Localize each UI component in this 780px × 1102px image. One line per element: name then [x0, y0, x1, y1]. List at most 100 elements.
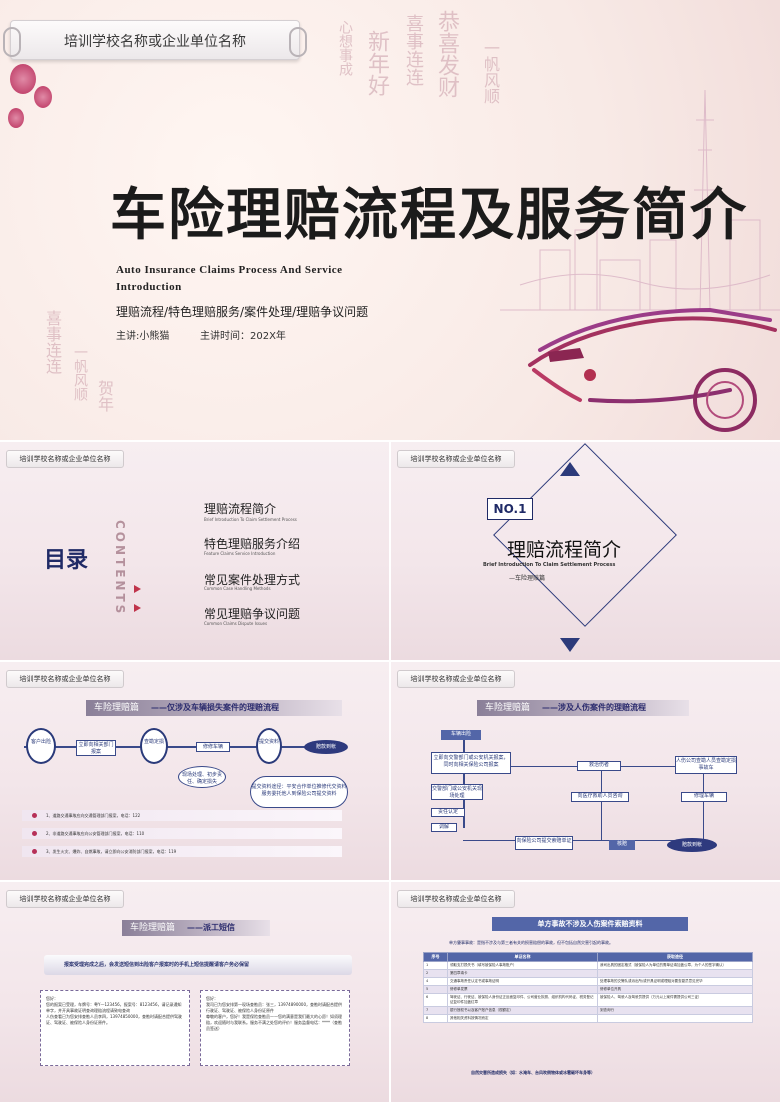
- sms-line: 您的报案已受理，车牌号：粤Y—123456，报案号：8123456，请记录通知单…: [46, 1002, 182, 1013]
- car-illustration: [528, 307, 777, 432]
- flow-node: 修修车辆: [196, 742, 230, 752]
- triangle-down-icon: [560, 638, 580, 652]
- flow-box: 交警部门或公安机关现场处理: [431, 784, 483, 800]
- contents-watermark: CONTENTS: [113, 520, 127, 617]
- presenter-label: 主讲:小熊猫: [116, 331, 170, 342]
- sms-card-right: 您好： 我司已为您安排第一现场查勘员：张三，13974890000，查勘时请配合…: [200, 990, 350, 1066]
- triangle-up-icon: [560, 462, 580, 476]
- section-banner: 车险理赔篇——涉及人伤案件的理赔流程: [477, 700, 689, 716]
- note-row: 2、非道路交通事故应向公安管理部门报案，电话：110: [22, 828, 342, 839]
- flow-box: 责任认定: [431, 808, 465, 817]
- toc-item-4[interactable]: 常见理赔争议问题: [204, 607, 301, 621]
- org-name: 培训学校名称或企业单位名称: [410, 456, 502, 463]
- org-name: 培训学校名称或企业单位名称: [64, 34, 246, 50]
- toc-item-1-en: Brief Introduction To Claim Settlement P…: [204, 517, 297, 522]
- note-row: 1、道路交通事故应向交通管理部门报案，电话：122: [22, 810, 342, 821]
- toc-item-2[interactable]: 特色理赔服务介绍: [204, 537, 301, 551]
- banner-note: ——派工短信: [187, 923, 236, 932]
- calligraphy-text: 贺年: [95, 380, 114, 412]
- note-row: 3、发生火灾、爆炸、自燃事故，请立即向公安消防部门报案，电话：119: [22, 846, 342, 857]
- sms-line: 我司已为您安排第一现场查勘员：张三，13974890000，查勘时请配合提供行驶…: [206, 1002, 342, 1013]
- table-cell: 我司出具的固定格式（被保险人为单位的需单证填加盖公章，为个人的签字确认）: [597, 961, 753, 970]
- dispatch-slide: 培训学校名称或企业单位名称 车险理赔篇 ——派工短信 报案受理完成之后，会发送短信…: [0, 882, 389, 1102]
- flow-node: 提交资料: [256, 728, 282, 764]
- table-cell: 1: [423, 961, 448, 970]
- sms-line: 尊敬的客户，您好！我是保险查勘员——您的满意是我们最大的心愿！如须理赔，欢迎随时…: [206, 1014, 342, 1031]
- flow-box: 救治伤者: [577, 761, 621, 771]
- table-cell: 2: [423, 969, 448, 978]
- calligraphy-text: 一帆风顺: [481, 40, 500, 104]
- note-text: 3、发生火灾、爆炸、自燃事故，请立即向公安消防部门报案，电话：119: [46, 849, 177, 854]
- flow-line: [24, 746, 344, 748]
- presentation-time: 主讲时间：202X年: [200, 331, 286, 342]
- table-cell: 7: [423, 1006, 448, 1015]
- section-title-en: Brief Introduction To Claim Settlement P…: [483, 562, 616, 568]
- flow-line: [463, 840, 703, 841]
- banner-title: 车险理赔篇: [485, 703, 531, 713]
- table-header: 序号: [423, 952, 448, 962]
- section-subtitle: —车险理赔篇: [509, 575, 546, 582]
- org-scroll: 培训学校名称或企业单位名称: [6, 670, 124, 688]
- calligraphy-text: 喜事连连: [43, 310, 62, 374]
- table-title: 单方事故不涉及人伤案件索赔资料: [492, 917, 688, 931]
- org-scroll: 培训学校名称或企业单位名称: [3, 20, 307, 60]
- table-cell: 第四章填卡: [447, 969, 598, 978]
- flow-box: 赔款到帐: [667, 838, 717, 852]
- org-scroll: 培训学校名称或企业单位名称: [6, 450, 124, 468]
- table-cell: 银行授权书以及客户账户信息（视额定）: [447, 1006, 598, 1015]
- arrow-icon: [134, 585, 141, 593]
- flow-box: 车辆出险: [441, 730, 481, 740]
- note-text: 2、非道路交通事故应向公安管理部门报案，电话：110: [46, 831, 145, 836]
- docs-slide: 培训学校名称或企业单位名称 单方事故不涉及人伤案件索赔资料 单方肇事事故：是指不…: [391, 882, 780, 1102]
- calligraphy-text: 恭喜发财: [434, 10, 459, 98]
- table-cell: 5: [423, 985, 448, 994]
- table-cell: 领取支打损失书（填写被保险人事故账户）: [447, 961, 598, 970]
- flow-box: 向保险公司提交索赔单证: [515, 836, 573, 850]
- page-title: 车险理赔流程及服务简介: [110, 183, 748, 248]
- table-cell: [597, 1014, 753, 1023]
- calligraphy-text: 新年好: [364, 30, 389, 96]
- flow-box: 立即向交警部门或公安机关报案，同时向相关保险公司报案: [431, 752, 511, 774]
- note-text: 1、道路交通事故应向交通管理部门报案，电话：122: [46, 813, 141, 818]
- title-slide: 培训学校名称或企业单位名称 喜事连连 新年好 恭喜发财 一帆风顺 心想事成 喜事…: [0, 0, 780, 440]
- toc-heading: 目录: [44, 548, 89, 573]
- flow1-slide: 培训学校名称或企业单位名称 车险理赔篇——仅涉及车辆损失案件的理赔流程 客户出险…: [0, 662, 389, 880]
- sms-line: 人伤查看已为您安排查勘人员李四，13974850000，查勘时请配合提供驾驶证、…: [46, 1014, 182, 1025]
- sms-card-left: 您好： 您的报案已受理，车牌号：粤Y—123456，报案号：8123456，请记…: [40, 990, 190, 1066]
- calligraphy-text: 喜事连连: [403, 14, 424, 86]
- city-skyline-illustration: [500, 89, 780, 311]
- banner-note: ——仅涉及车辆损失案件的理赔流程: [151, 703, 280, 712]
- arrow-icon: [134, 604, 141, 612]
- header-band: 报案受理完成之后，会发送短信到出险客户报案时的手机上短信提醒请客户务必保留: [44, 955, 352, 975]
- subtitle-cn: 理赔流程/特色理赔服务/案件处理/理赔争议问题: [116, 305, 369, 319]
- lantern-icon: [8, 108, 24, 128]
- flow-node: 客户出险: [26, 728, 56, 764]
- table-cell: 交通事故责任认定书或事故证明: [447, 977, 598, 986]
- toc-item-1[interactable]: 理赔流程简介: [204, 502, 277, 516]
- table-cell: 处理事故的交警队或派出所/或开具证明或理赔对要查勘员意见完毕: [597, 977, 753, 986]
- table-header: 获取途径: [597, 952, 753, 962]
- org-name: 培训学校名称或企业单位名称: [19, 896, 111, 903]
- table-note: 单方肇事事故：是指不涉及与第三者有关的损害赔偿的事故，但不包括自然灾害引起的事故…: [449, 940, 613, 945]
- org-name: 培训学校名称或企业单位名称: [410, 676, 502, 683]
- table-cell: 4: [423, 977, 448, 986]
- section-slide: 培训学校名称或企业单位名称 NO.1 理赔流程简介 Brief Introduc…: [391, 442, 780, 660]
- org-scroll: 培训学校名称或企业单位名称: [397, 890, 515, 908]
- flow-node: 赔款到帐: [304, 740, 348, 754]
- flow-node: 立即向相关部门报案: [76, 740, 116, 756]
- sms-line: 您好：: [206, 996, 218, 1001]
- toc-slide: 培训学校名称或企业单位名称 目录 CONTENTS 理赔流程简介 Brief I…: [0, 442, 389, 660]
- table-cell: 6: [423, 993, 448, 1007]
- toc-item-3-en: Common Case Handling Methods: [204, 586, 271, 591]
- toc-item-3[interactable]: 常见案件处理方式: [204, 573, 301, 587]
- flow-box: 修理车辆: [681, 792, 727, 802]
- banner-title: 车险理赔篇: [130, 923, 176, 933]
- table-cell: 修修单位开具: [597, 985, 753, 994]
- org-name: 培训学校名称或企业单位名称: [410, 896, 502, 903]
- flow-line: [601, 766, 602, 840]
- table-cell: 8: [423, 1014, 448, 1023]
